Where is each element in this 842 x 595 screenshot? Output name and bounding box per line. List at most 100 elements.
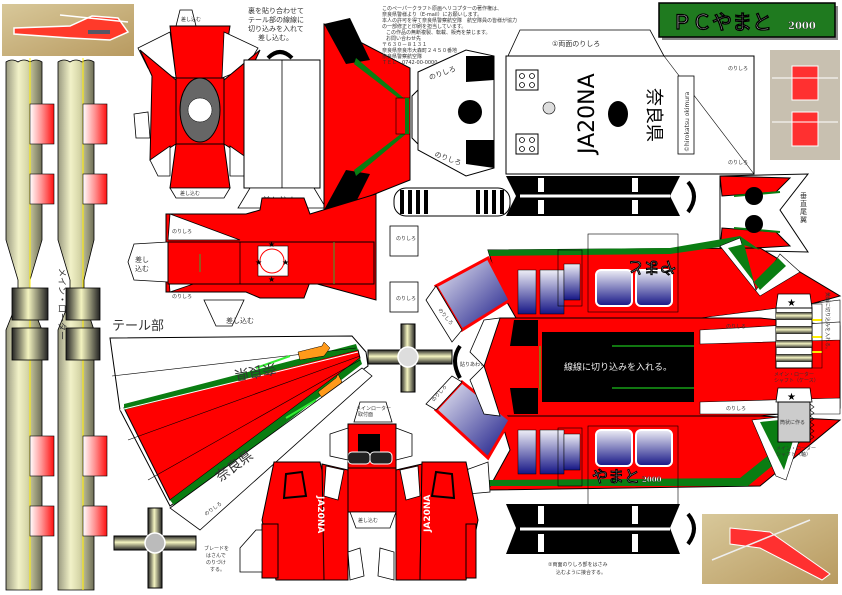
svg-text:切り込みを入れて: 切り込みを入れて xyxy=(248,24,304,33)
registration-right-side: JA20NA xyxy=(423,495,433,533)
svg-text:の一部修正と印刷を担当しています。: の一部修正と印刷を担当しています。 xyxy=(382,23,466,30)
fold-arrow-icon-align xyxy=(453,344,462,379)
logo-text: ＰＣやまと xyxy=(672,10,772,34)
main-rotor-hub-cross xyxy=(113,507,197,589)
pc-yamato-logo: ＰＣやまと 2000 xyxy=(658,2,838,40)
fold-arrow-icon-fin xyxy=(686,180,696,214)
blade-note: ブレードを はさんで のりづけ する。 xyxy=(204,545,229,573)
tail-boom-side-piece xyxy=(109,335,373,531)
bottom-glue-note: ②両面のりしろ部をはさみ 込むように接合する。 xyxy=(548,561,607,576)
svg-text:メイン・ローター: メイン・ローター xyxy=(776,445,816,452)
svg-text:尾: 尾 xyxy=(800,208,807,216)
align-note: 貼りあわせる xyxy=(460,361,490,368)
svg-text:ＴＥＬ 0742-00-0000: ＴＥＬ 0742-00-0000 xyxy=(382,60,437,66)
cabin-side-bottom xyxy=(487,413,842,509)
svg-text:〒６３０－８１３１: 〒６３０－８１３１ xyxy=(382,42,427,48)
engine-cover-piece xyxy=(133,9,267,199)
svg-text:する。: する。 xyxy=(210,567,225,573)
tab-label-noshiro-tail-1: のりしろ xyxy=(172,229,192,235)
shaft-core-label: メイン・ローター シャフト（軸） xyxy=(776,445,816,458)
svg-text:ブレードを: ブレードを xyxy=(204,545,229,552)
tail-rotor-cross xyxy=(367,323,453,393)
logo-year: 2000 xyxy=(788,21,816,32)
cockpit-floor-piece xyxy=(261,401,479,581)
svg-text:★: ★ xyxy=(268,275,275,284)
skid-strip-bottom xyxy=(506,504,680,554)
credits-block: このペーパークラフト原画ヘリコプターの著作権は、 奈良県警様より（E-mail）… xyxy=(382,5,517,66)
glue-both-sides-label: ①両面のりしろ xyxy=(552,40,600,48)
svg-text:はさんで: はさんで xyxy=(206,552,226,559)
cabin-side-top xyxy=(487,233,842,327)
tab-label-insert-left-2: 込む xyxy=(135,264,149,273)
tab-label-insert-cockpit: 差し込む xyxy=(358,517,378,524)
logo-cabin-top-flipped: やまと xyxy=(628,258,676,277)
svg-text:メイン・ローター: メイン・ローター xyxy=(774,371,814,378)
cabin-tag-label: 取付面 xyxy=(358,411,373,418)
tab-label-noshiro-tail-3: のりしろ xyxy=(396,236,416,242)
svg-text:シャフト（ケース）: シャフト（ケース） xyxy=(774,377,819,384)
svg-text:翼: 翼 xyxy=(800,216,807,224)
tab-label-noshiro-roof-2: のりしろ xyxy=(728,160,748,166)
registration-roof: JA20NA xyxy=(575,73,600,156)
insert-tab-bottom xyxy=(239,529,263,573)
svg-text:直: 直 xyxy=(800,199,807,208)
svg-text:垂: 垂 xyxy=(800,191,807,200)
vertical-fin-piece xyxy=(719,173,810,253)
logo-cabin-bottom: やまと xyxy=(592,467,640,486)
tab-label-noshiro-tail-2: のりしろ xyxy=(172,294,192,300)
tab-label-insert-left: 差し xyxy=(135,255,149,264)
svg-text:本人の許可を得て奈良県警察航空隊 航空隊員の皆様が協力: 本人の許可を得て奈良県警察航空隊 航空隊員の皆様が協力 xyxy=(382,17,517,24)
tab-label-noshiro-roof-1: のりしろ xyxy=(728,66,748,72)
cabin-windshield-bottom xyxy=(425,375,512,495)
tab-label-insert-top: 差し込む xyxy=(181,16,201,23)
svg-text:②両面のりしろ部をはさみ: ②両面のりしろ部をはさみ xyxy=(548,561,607,568)
main-rotor-blade-right xyxy=(57,58,108,591)
rotor-hub-note: メインローター xyxy=(356,405,391,412)
helicopter-photo-side xyxy=(2,4,134,56)
svg-text:差し込む。: 差し込む。 xyxy=(258,33,293,42)
main-rotor-blade-left xyxy=(5,58,55,591)
vertical-fin-label: 垂 直 尾 翼 xyxy=(800,191,807,224)
svg-text:★: ★ xyxy=(282,258,289,267)
fold-arrow-icon xyxy=(266,50,294,60)
shaft-case-label: メイン・ローター シャフト（ケース） xyxy=(774,371,819,384)
tab-label-noshiro-tail-4: のりしろ xyxy=(396,296,416,302)
svg-text:★: ★ xyxy=(787,298,796,309)
helicopter-photo-top xyxy=(770,50,840,160)
svg-text:★: ★ xyxy=(787,392,796,403)
svg-text:込むように接合する。: 込むように接合する。 xyxy=(556,569,606,576)
right-cut-note: 黄線に切り込みを入れる。 xyxy=(824,292,831,352)
svg-text:のりづけ: のりづけ xyxy=(206,559,226,566)
cabin-roof-panel xyxy=(505,29,755,175)
svg-text:奈良県警様より（E-mail）にお願いします。: 奈良県警様より（E-mail）にお願いします。 xyxy=(382,11,482,18)
rotor-shaft-core: ★ xyxy=(775,387,815,443)
nose-piece xyxy=(323,18,411,214)
fold-arrow-icon-skid xyxy=(686,512,696,546)
registration-left-side: JA20NA xyxy=(315,495,325,533)
svg-text:このペーパークラフト原画ヘリコプターの著作権は、: このペーパークラフト原画ヘリコプターの著作権は、 xyxy=(382,5,502,12)
cabin-windshield-top xyxy=(425,255,512,343)
rotor-shaft-case: ★ xyxy=(775,293,823,369)
tab-label-noshiro-center-1: のりしろ xyxy=(726,324,746,330)
tab-label-insert-tail-bottom: 差し込む xyxy=(226,316,254,325)
svg-text:裏を貼り合わせて: 裏を貼り合わせて xyxy=(248,6,304,15)
skid-strip-top xyxy=(506,176,680,216)
svg-text:お問い合わせ先: お問い合わせ先 xyxy=(386,35,421,42)
logo-cabin-bottom-year: 2000 xyxy=(642,475,662,484)
shaft-core-note: 筒状に作る xyxy=(780,419,805,426)
skid-connector xyxy=(393,187,511,217)
tab-label-noshiro-center-2: のりしろ xyxy=(726,406,746,412)
copyright-roof: ©hirokatsu okimura xyxy=(684,91,691,152)
nose-cap-piece xyxy=(411,49,495,177)
svg-text:テール部の線線に: テール部の線線に xyxy=(248,15,304,24)
cabin-nose-tabs xyxy=(469,317,501,417)
prefecture-roof: 奈良県 xyxy=(643,88,664,142)
helicopter-photo-perspective xyxy=(702,514,838,584)
svg-text:★: ★ xyxy=(268,240,275,249)
prefecture-tail-flipped: 奈良県 xyxy=(233,359,277,382)
svg-text:奈良県奈良市大森町２４５０番地: 奈良県奈良市大森町２４５０番地 xyxy=(382,47,457,54)
tail-boom-piece xyxy=(127,193,419,327)
cut-line-note: 線線に切り込みを入れる。 xyxy=(564,361,672,373)
svg-text:この作品の無断複製、転載、販売を禁じます。: この作品の無断複製、転載、販売を禁じます。 xyxy=(386,29,491,36)
